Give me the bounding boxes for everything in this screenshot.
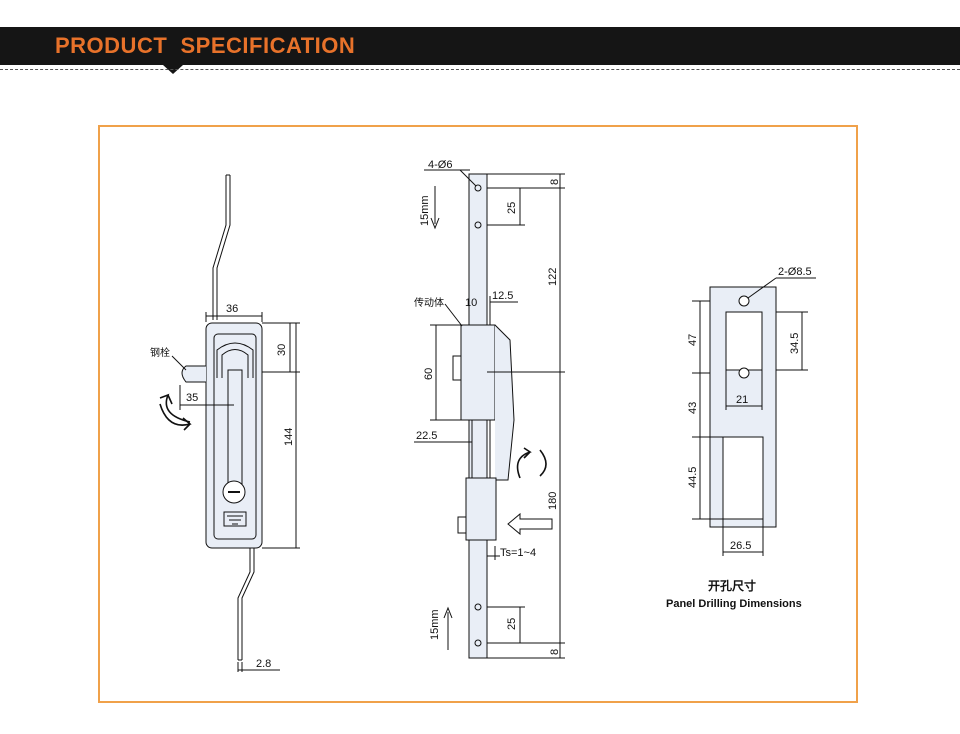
label-pin: 钢栓 xyxy=(150,346,170,359)
dim-2-8: 2.8 xyxy=(256,658,271,670)
dim-12-5: 12.5 xyxy=(492,290,513,302)
dim-144: 144 xyxy=(283,428,295,446)
dim-2-d8-5: 2-Ø8.5 xyxy=(778,266,812,278)
dim-47: 47 xyxy=(687,334,699,346)
dim-35: 35 xyxy=(186,392,198,404)
caption-en: Panel Drilling Dimensions xyxy=(666,598,802,610)
dim-8-bottom: 8 xyxy=(549,649,561,655)
push-arrow-icon xyxy=(507,512,553,536)
steel-pin xyxy=(181,365,206,383)
rotate-arrow-icon xyxy=(516,447,532,479)
dim-60: 60 xyxy=(423,368,435,380)
dim-4-d6: 4-Ø6 xyxy=(428,159,452,171)
dim-43: 43 xyxy=(687,402,699,414)
dim-22-5: 22.5 xyxy=(416,430,437,442)
dim-180: 180 xyxy=(547,492,559,510)
dim-10: 10 xyxy=(465,297,477,309)
lower-rod xyxy=(237,548,255,660)
stroke-bottom: 15mm xyxy=(429,609,441,640)
dim-26-5: 26.5 xyxy=(730,540,751,552)
page-title: PRODUCT SPECIFICATION xyxy=(55,33,356,58)
dim-44-5: 44.5 xyxy=(687,467,699,488)
rotate-arrow-icon xyxy=(159,393,191,423)
dim-25-top: 25 xyxy=(506,202,518,214)
handle-drawing: 36 30 144 35 2.8 钢栓 xyxy=(150,174,300,672)
upper-slot xyxy=(725,311,763,371)
dim-122: 122 xyxy=(547,268,559,286)
down-arrow-icon xyxy=(430,186,440,230)
dim-25-bottom: 25 xyxy=(506,618,518,630)
up-arrow-icon xyxy=(443,606,453,650)
stroke-top: 15mm xyxy=(419,195,431,226)
side-view-drawing: 4-Ø6 8 25 15mm 122 传动体 10 12.5 60 22.5 1… xyxy=(414,159,565,659)
dim-21: 21 xyxy=(736,394,748,406)
dim-34-5: 34.5 xyxy=(789,333,801,354)
dim-30: 30 xyxy=(276,344,288,356)
lower-slot xyxy=(722,436,764,520)
dim-ts: Ts=1~4 xyxy=(500,547,536,559)
drawing-frame xyxy=(98,125,858,703)
panel-cutout-drawing: 2-Ø8.5 47 34.5 21 43 44.5 26.5 开孔尺寸 Pane… xyxy=(666,266,816,610)
caption-cn: 开孔尺寸 xyxy=(708,578,756,593)
dim-width-36: 36 xyxy=(226,303,238,315)
upper-rod xyxy=(212,175,231,320)
handle-body xyxy=(205,322,263,549)
header-divider xyxy=(0,69,960,70)
header-banner: PRODUCT SPECIFICATION xyxy=(0,27,960,65)
dim-8-top: 8 xyxy=(549,179,561,185)
label-actuator: 传动体 xyxy=(414,297,444,309)
